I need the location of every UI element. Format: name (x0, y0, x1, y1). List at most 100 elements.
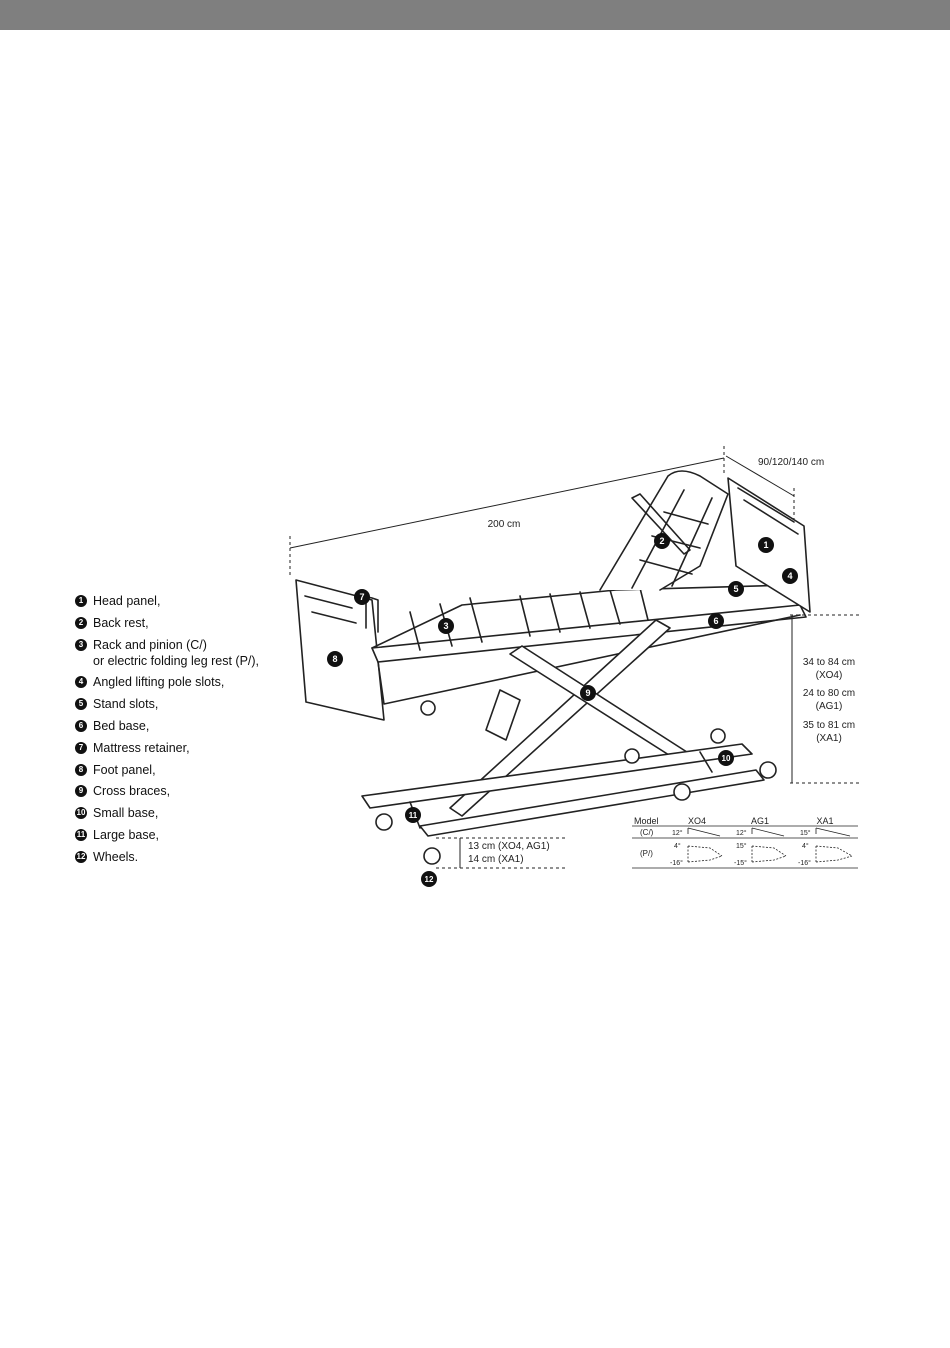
p-angle-xo4-down: -16° (670, 859, 683, 867)
legend-label: Head panel, (93, 594, 161, 608)
cross-brace-a (449, 619, 671, 817)
c-angle-icons (687, 827, 851, 837)
bed-base-rail (371, 604, 807, 663)
marker-12: 12 (421, 871, 437, 887)
row-label-c: (C/) (640, 828, 654, 837)
legend-item-cross-braces: 9 Cross braces, (75, 783, 305, 799)
legend-number: 1 (75, 595, 87, 607)
legend-number: 12 (75, 850, 87, 863)
legend-number: 7 (75, 741, 87, 754)
marker-circle (438, 618, 454, 634)
wheel (710, 728, 726, 744)
table-header-model: Model (634, 816, 659, 826)
marker-number: 7 (359, 592, 364, 602)
height-dimension: 34 to 84 cm (XO4) 24 to 80 cm (AG1) 35 t… (790, 614, 860, 784)
marker-1: 1 (758, 537, 774, 553)
marker-number: 12 (425, 875, 434, 884)
legend-number: 6 (75, 719, 87, 732)
marker-11: 11 (405, 807, 421, 823)
legend-number: 10 (75, 807, 87, 820)
marker-number: 9 (585, 688, 590, 698)
foot-panel-shape (295, 579, 385, 721)
wheel (624, 748, 640, 764)
p-angle-xa1-down: -16° (798, 859, 811, 867)
table-header-xa1: XA1 (816, 816, 833, 826)
marker-5: 5 (728, 581, 744, 597)
marker-10: 10 (718, 750, 734, 766)
legend-number: 3 (75, 638, 87, 651)
actuator (485, 689, 521, 741)
parts-legend: 1 Head panel, 2 Back rest, 3 Rack and pinio… (75, 593, 305, 871)
legend-item-back-rest: 2 Back rest, (75, 615, 305, 631)
legend-number: 9 (75, 785, 87, 798)
angle-table: Model XO4 AG1 XA1 (C/) 12° 12° 15° (P/) … (632, 816, 858, 869)
wheels (375, 700, 777, 865)
wheel (673, 783, 691, 801)
legend-item-head-panel: 1 Head panel, (75, 593, 305, 609)
legend-item-rack-pinion: 3 Rack and pinion (C/) or electric foldin… (75, 637, 305, 669)
legend-number: 8 (75, 763, 87, 776)
width-label: 90/120/140 cm (758, 457, 824, 468)
legend-label: Stand slots, (93, 697, 159, 712)
bed-base-side (377, 614, 801, 705)
legend-number: 2 (75, 616, 87, 629)
legend-label: Foot panel, (93, 762, 156, 777)
legend-item-foot-panel: 8 Foot panel, (75, 762, 305, 778)
marker-circle (708, 613, 724, 629)
marker-circle (758, 537, 774, 553)
p-angle-ag1-up: 15° (736, 842, 747, 850)
marker-circle (728, 581, 744, 597)
p-angle-xo4-up: 4° (674, 842, 681, 850)
bed-illustration (295, 470, 811, 837)
wheel (423, 847, 441, 865)
clearance-line2: 14 cm (XA1) (468, 854, 524, 865)
p-angle-icons (687, 845, 853, 863)
legend-item-stand-slots: 5 Stand slots, (75, 696, 305, 712)
legend-number: 5 (75, 698, 87, 711)
marker-circle (421, 871, 437, 887)
head-panel-handle (737, 487, 799, 535)
marker-number: 3 (443, 621, 448, 631)
marker-circle (782, 568, 798, 584)
mattress-platform-edge (371, 584, 793, 649)
height-ag1-model: (AG1) (816, 701, 843, 712)
height-xa1-model: (XA1) (816, 733, 842, 744)
wheel (375, 813, 393, 831)
p-angle-xa1-up: 4° (802, 842, 809, 850)
marker-number: 2 (659, 536, 664, 546)
foot-panel-handle (304, 595, 357, 624)
legend-label: Large base, (93, 827, 160, 842)
legend-label: Rack and pinion (C/) or electric folding… (93, 637, 260, 668)
header-bar (0, 0, 950, 30)
legend-label: Back rest, (93, 615, 149, 630)
height-xo4-model: (XO4) (816, 670, 843, 681)
legend-label: Cross braces, (93, 784, 171, 799)
back-rest-shape (599, 470, 729, 591)
marker-circle (654, 533, 670, 549)
legend-number: 4 (75, 676, 87, 689)
dimension-line (725, 455, 795, 497)
height-xa1-range: 35 to 81 cm (803, 720, 855, 731)
length-dimension: 200 cm (289, 446, 725, 576)
dimension-line (289, 457, 725, 549)
marker-number: 1 (763, 540, 768, 550)
marker-9: 9 (580, 685, 596, 701)
marker-number: 11 (409, 811, 418, 820)
marker-2: 2 (654, 533, 670, 549)
p-angle-ag1-down: -15° (734, 859, 747, 867)
marker-6: 6 (708, 613, 724, 629)
c-angle-xa1: 15° (800, 829, 811, 837)
row-label-p: (P/) (640, 849, 653, 858)
marker-circle (580, 685, 596, 701)
clearance-line1: 13 cm (XO4, AG1) (468, 841, 550, 852)
marker-7: 7 (354, 589, 370, 605)
c-angle-xo4: 12° (672, 829, 683, 837)
marker-number: 6 (713, 616, 718, 626)
wheel (759, 761, 777, 779)
